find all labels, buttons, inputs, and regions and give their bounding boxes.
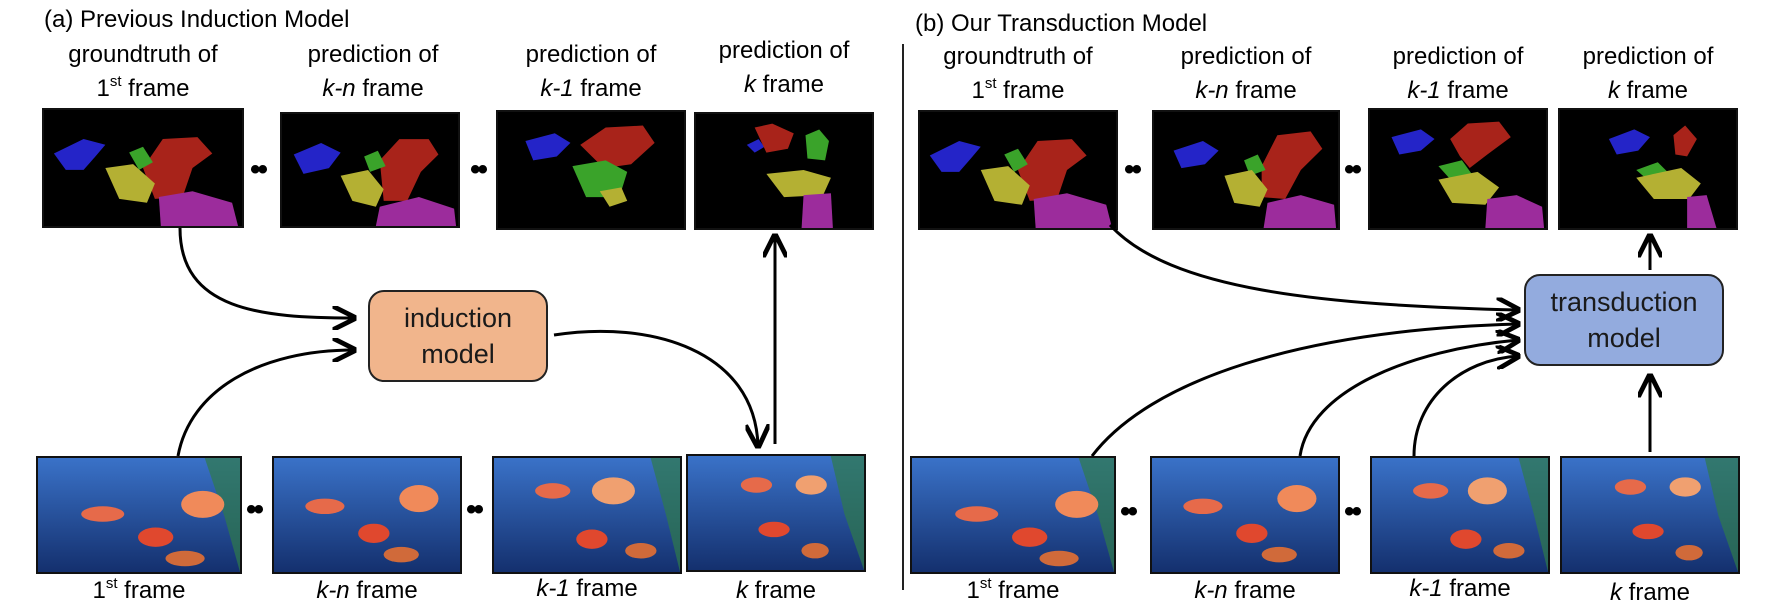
- ellipsis-a-top-2: ••: [470, 153, 488, 186]
- ellipsis-a-bottom-2: ••: [466, 493, 484, 526]
- caption-a-bottom-1: 1st frame: [92, 575, 186, 604]
- video-frame-a-2: [272, 456, 462, 574]
- ellipsis-b-bottom-1: ••: [1120, 495, 1138, 528]
- mask-frame-b-1: [918, 110, 1118, 230]
- transduction-model-box: transduction model: [1524, 274, 1724, 366]
- ellipsis-b-top-1: ••: [1124, 153, 1142, 186]
- mask-frame-a-3: [496, 110, 686, 230]
- arrow-b-frame-k1-to-model: [1412, 356, 1518, 457]
- video-frame-a-3: [492, 456, 682, 574]
- induction-model-label-1: induction: [403, 303, 513, 333]
- arrow-b-gt-to-model: [1108, 223, 1518, 310]
- induction-model-box: induction model: [368, 290, 548, 382]
- caption-b-bottom-2: k-n frame: [1194, 577, 1296, 604]
- mask-frame-a-2: [280, 112, 460, 228]
- ellipsis-b-bottom-2: ••: [1344, 495, 1362, 528]
- panel-a-title: (a) Previous Induction Model: [44, 6, 350, 33]
- video-frame-a-1: [36, 456, 242, 574]
- video-frame-b-1: [910, 456, 1116, 574]
- caption-a-top-3: prediction of k-1 frame: [525, 41, 657, 102]
- ellipsis-a-bottom-1: ••: [246, 493, 264, 526]
- video-frame-b-2: [1150, 456, 1340, 574]
- caption-a-bottom-2: k-n frame: [316, 577, 418, 604]
- video-frame-b-4: [1560, 456, 1740, 574]
- mask-frame-b-4: [1558, 108, 1738, 230]
- caption-b-bottom-4: k frame: [1609, 579, 1690, 606]
- caption-b-top-4: prediction of k frame: [1582, 43, 1714, 104]
- mask-frame-b-2: [1152, 110, 1340, 230]
- arrow-b-frame-kn-to-model: [1298, 340, 1518, 457]
- caption-a-bottom-3: k-1 frame: [536, 575, 638, 602]
- arrow-a-model-to-frame-k: [553, 329, 758, 446]
- ellipsis-a-top-1: ••: [250, 153, 268, 186]
- caption-b-bottom-3: k-1 frame: [1409, 575, 1511, 602]
- caption-b-top-3: prediction of k-1 frame: [1392, 43, 1524, 104]
- caption-b-top-2: prediction of k-n frame: [1180, 43, 1312, 104]
- mask-frame-a-4: [694, 112, 874, 230]
- caption-a-top-4: prediction of k frame: [718, 37, 850, 98]
- induction-model-label-2: model: [421, 339, 495, 369]
- arrow-b-frame1-to-model: [1090, 324, 1518, 457]
- caption-a-bottom-4: k frame: [735, 577, 816, 604]
- caption-b-top-1: groundtruth of 1st frame: [943, 43, 1093, 104]
- ellipsis-b-top-2: ••: [1344, 153, 1362, 186]
- mask-frame-a-1: [42, 108, 244, 228]
- mask-frame-b-3: [1368, 108, 1548, 230]
- caption-a-top-1: groundtruth of 1st frame: [68, 41, 218, 102]
- panel-divider: [902, 44, 904, 590]
- panel-b-title: (b) Our Transduction Model: [915, 10, 1208, 37]
- transduction-model-label-2: model: [1587, 323, 1661, 353]
- caption-b-bottom-1: 1st frame: [966, 575, 1060, 604]
- transduction-model-label-1: transduction: [1550, 287, 1698, 317]
- arrow-a-frame1-to-model: [176, 350, 354, 457]
- video-frame-a-4: [686, 454, 866, 572]
- arrow-a-gt-to-model: [178, 227, 354, 318]
- video-frame-b-3: [1370, 456, 1550, 574]
- caption-a-top-2: prediction of k-n frame: [307, 41, 439, 102]
